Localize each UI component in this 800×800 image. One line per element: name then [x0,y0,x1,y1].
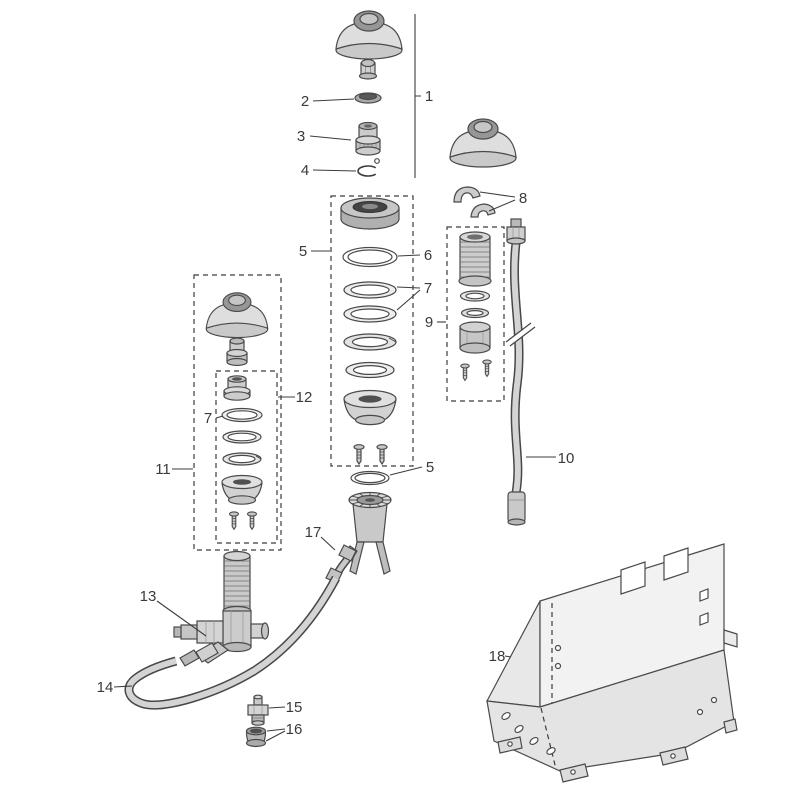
escutcheon-cap-spare [449,118,517,168]
group-box-12 [215,370,278,544]
left-seal-ring-7 [221,407,263,423]
threaded-nipple [458,231,492,287]
small-fitting [247,694,269,726]
o-ring-5-lower [350,470,390,486]
group-box-5 [330,195,414,467]
callout-7-left: 7 [204,410,212,427]
callout-1: 1 [425,88,433,105]
splined-valve-body [344,491,392,575]
callout-4: 4 [301,162,309,179]
callout-13: 13 [140,588,157,605]
seal-ring-7b [343,305,397,323]
escutcheon-cap-top [335,10,403,60]
connection-hose [124,575,340,710]
mounting-nut [459,321,491,354]
locking-ring [354,92,382,104]
mounting-screws [460,359,492,381]
fixing-screws-left [228,511,258,530]
callout-18: 18 [489,648,506,665]
group-box-11 [193,274,282,551]
gland-bushing [343,389,397,426]
spindle-adapter [355,121,381,156]
callout-3: 3 [297,128,305,145]
left-flanged-bushing [223,375,251,401]
left-split-ring [222,452,262,466]
callout-labels: 1 2 3 4 5 6 7 8 9 5 10 11 12 7 13 17 14 … [97,88,575,738]
callout-6: 6 [424,247,432,264]
left-washer-ring [222,430,262,444]
callout-5-lower: 5 [426,459,434,476]
callout-15: 15 [286,699,303,716]
plug-screw [358,58,378,80]
valve-body-threaded [173,550,270,667]
left-plug-screw [226,337,248,367]
o-ring-6 [342,246,398,268]
circlip [357,158,380,177]
group-box-9 [446,226,505,402]
callout-17: 17 [305,524,322,541]
fixing-screws-right [353,444,388,465]
valve-seat-flange [340,197,400,230]
mounting-bracket [486,543,738,783]
split-ring [343,333,397,351]
leader-lines [113,14,556,742]
callout-16: 16 [286,721,303,738]
callout-9: 9 [425,314,433,331]
callout-2: 2 [301,93,309,110]
escutcheon-cap-left [205,292,269,339]
mounting-washer-2 [460,307,490,319]
left-gland-bushing [221,474,263,505]
callout-11: 11 [155,461,171,478]
seal-ring-7a [343,281,397,299]
small-cap [245,726,267,748]
washer-ring [345,361,395,379]
retaining-clips [453,186,496,218]
callout-12: 12 [296,389,313,406]
callout-5-upper: 5 [299,243,307,260]
mounting-washer-1 [459,290,491,302]
callout-10: 10 [558,450,575,467]
callout-8: 8 [519,190,527,207]
flexible-hose [505,218,536,526]
callout-7-right: 7 [424,280,432,297]
callout-14: 14 [97,679,114,696]
